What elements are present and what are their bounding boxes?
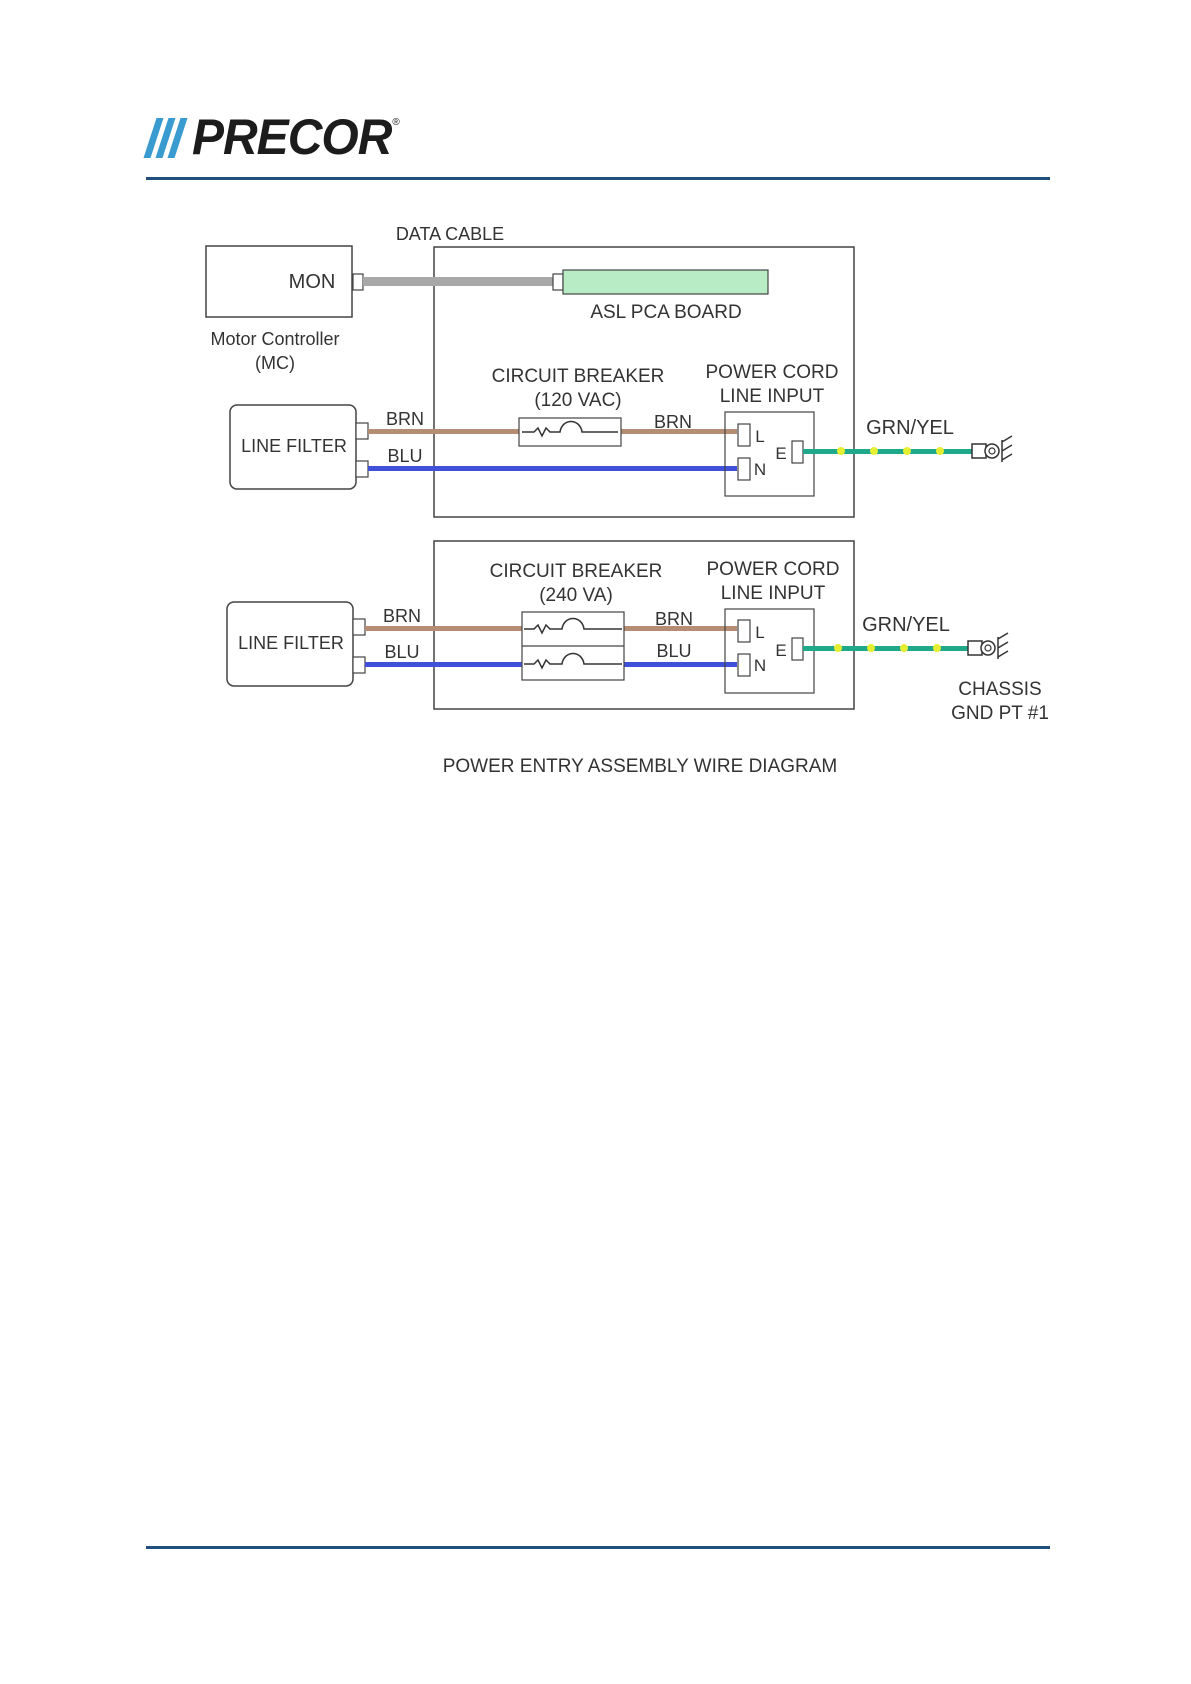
top-ground-dot <box>837 447 845 455</box>
top-brn-out-label: BRN <box>654 412 692 432</box>
top-blu-wire <box>368 466 737 471</box>
bottom-brn-out-label: BRN <box>655 609 693 629</box>
bottom-filter-brn-connector <box>353 619 365 635</box>
bottom-brn-wire-in <box>365 626 522 631</box>
mon-label: MON <box>289 271 336 293</box>
top-ground-ring <box>985 444 999 458</box>
diagram-caption: POWER ENTRY ASSEMBLY WIRE DIAGRAM <box>443 756 838 777</box>
bottom-ground-dot <box>834 644 842 652</box>
top-breaker-rating: (120 VAC) <box>534 390 621 411</box>
bottom-terminal-n <box>738 654 750 676</box>
top-chassis-ground-icon <box>1002 436 1012 462</box>
asl-connector <box>553 274 563 290</box>
motor-controller-abbrev: (MC) <box>255 353 295 373</box>
bottom-ground-wire <box>803 646 970 651</box>
wire-diagram: MON Motor Controller (MC) DATA CABLE ASL… <box>0 0 1191 800</box>
footer-rule <box>146 1546 1050 1549</box>
top-ground-lug <box>972 444 986 458</box>
bottom-power-cord-label: POWER CORD <box>707 559 840 580</box>
asl-pca-board <box>563 270 768 294</box>
bottom-ground-lug <box>968 641 982 655</box>
bottom-breaker-label: CIRCUIT BREAKER <box>490 561 663 582</box>
bottom-filter-blu-connector <box>353 657 365 673</box>
bottom-blu-wire-in <box>365 662 522 667</box>
bottom-blu-out-label: BLU <box>656 641 691 661</box>
bottom-terminal-e <box>792 638 803 660</box>
top-ground-dot <box>903 447 911 455</box>
top-brn-wire-in <box>368 429 519 434</box>
chassis-gnd-point-label: GND PT #1 <box>951 703 1049 724</box>
motor-controller-label: Motor Controller <box>210 329 339 349</box>
top-ground-dot <box>870 447 878 455</box>
bottom-line-filter-label: LINE FILTER <box>238 633 344 653</box>
bottom-ground-dot <box>900 644 908 652</box>
top-terminal-l <box>738 424 750 446</box>
bottom-chassis-ground-icon <box>998 633 1008 659</box>
bottom-terminal-l-label: L <box>755 623 764 642</box>
bottom-breaker-rating: (240 VA) <box>539 585 613 606</box>
top-filter-brn-connector <box>356 423 368 439</box>
top-ground-wire-label: GRN/YEL <box>866 417 954 439</box>
bottom-terminal-l <box>738 620 750 642</box>
top-terminal-n <box>738 458 750 480</box>
top-power-cord-label: POWER CORD <box>706 362 839 383</box>
top-terminal-e-label: E <box>775 444 786 463</box>
bottom-terminal-e-label: E <box>775 641 786 660</box>
bottom-ground-wire-label: GRN/YEL <box>862 614 950 636</box>
bottom-ground-dot <box>933 644 941 652</box>
bottom-blu-in-label: BLU <box>384 642 419 662</box>
mon-connector <box>353 274 363 290</box>
bottom-ground-dot <box>867 644 875 652</box>
bottom-line-input-label: LINE INPUT <box>721 583 826 604</box>
data-cable-wire <box>363 277 553 286</box>
bottom-terminal-n-label: N <box>754 656 766 675</box>
bottom-brn-in-label: BRN <box>383 606 421 626</box>
bottom-blu-wire-out <box>624 662 737 667</box>
top-filter-blu-connector <box>356 461 368 477</box>
top-ground-wire <box>803 449 975 454</box>
top-terminal-n-label: N <box>754 460 766 479</box>
asl-pca-board-label: ASL PCA BOARD <box>590 302 741 323</box>
top-ground-dot <box>936 447 944 455</box>
bottom-ground-ring <box>981 641 995 655</box>
top-terminal-e <box>792 441 803 463</box>
top-line-filter-label: LINE FILTER <box>241 436 347 456</box>
chassis-label: CHASSIS <box>958 679 1041 700</box>
top-line-input-label: LINE INPUT <box>720 386 825 407</box>
top-breaker-label: CIRCUIT BREAKER <box>492 366 665 387</box>
top-blu-in-label: BLU <box>387 446 422 466</box>
top-brn-in-label: BRN <box>386 409 424 429</box>
top-terminal-l-label: L <box>755 427 764 446</box>
data-cable-label: DATA CABLE <box>396 224 504 244</box>
